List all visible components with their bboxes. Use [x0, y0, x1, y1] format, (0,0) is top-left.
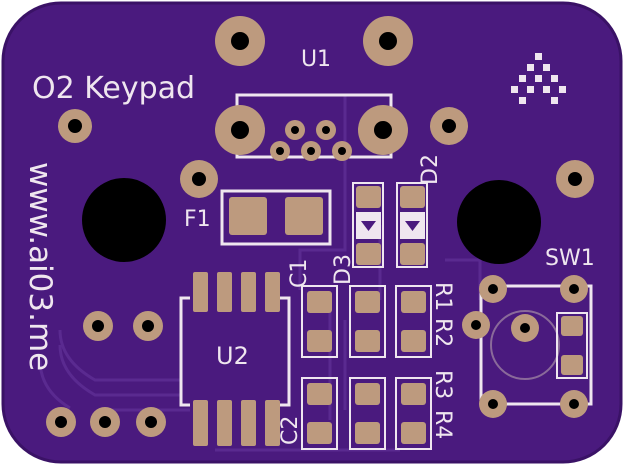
label-u1: U1: [301, 47, 331, 72]
u2-ic: U2: [179, 272, 291, 446]
sw1-switch: SW1: [462, 246, 595, 418]
label-u2: U2: [216, 342, 249, 370]
board-title: O2 Keypad: [32, 71, 195, 106]
d3-diode: D3: [331, 182, 384, 285]
label-r1: R1: [430, 282, 455, 311]
label-d3: D3: [331, 254, 356, 285]
through-hole-pads: [46, 107, 594, 437]
mounting-hole-left: [82, 178, 166, 262]
u1-usb-connector: U1: [215, 16, 413, 161]
board-url: www.ai03.me: [22, 162, 58, 371]
label-c1: C1: [287, 259, 312, 288]
mounting-hole-right: [457, 180, 541, 264]
passive-pads-upper: [301, 285, 432, 358]
label-sw1: SW1: [545, 246, 595, 271]
label-d2: D2: [418, 154, 443, 185]
passive-pads-lower: [301, 377, 432, 450]
label-r2: R2: [430, 318, 455, 347]
label-c2: C2: [278, 416, 303, 445]
label-r3: R3: [430, 370, 455, 399]
label-f1: F1: [184, 207, 211, 232]
f1-fuse: F1: [184, 189, 332, 246]
d2-diode: D2: [396, 154, 443, 268]
ai03-triangle-logo-icon: [511, 53, 566, 104]
label-r4: R4: [430, 410, 455, 439]
